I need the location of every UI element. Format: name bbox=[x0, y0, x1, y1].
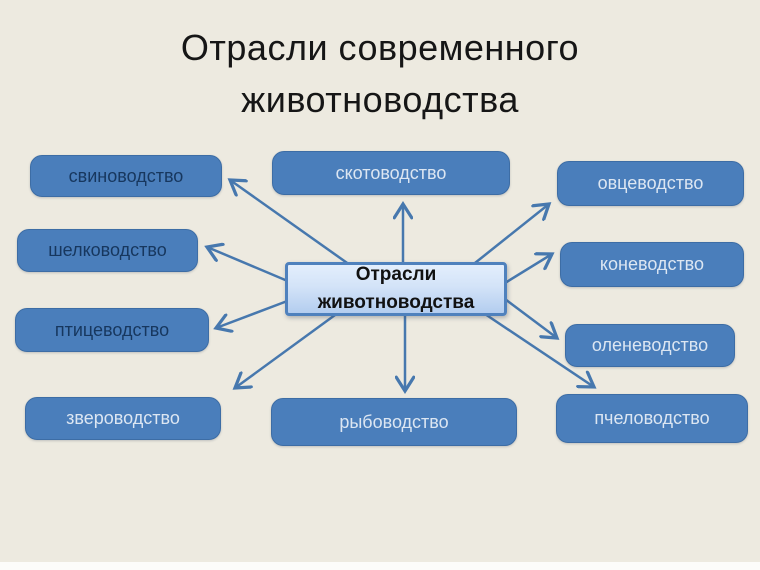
node-sheep-farming: овцеводство bbox=[557, 161, 744, 206]
arrow-to-beekeeping bbox=[484, 312, 594, 387]
node-silk-farming: шелководство bbox=[17, 229, 198, 272]
arrow-to-silk-farming bbox=[207, 247, 291, 284]
node-pig-farming: свиноводство bbox=[30, 155, 222, 197]
node-poultry-farming: птицеводство bbox=[15, 308, 209, 352]
center-node: Отрасли животноводства bbox=[285, 262, 507, 316]
node-label: шелководство bbox=[48, 240, 167, 260]
node-label: пчеловодство bbox=[594, 408, 710, 428]
node-cattle-breeding: скотоводство bbox=[272, 151, 510, 195]
node-label: оленеводство bbox=[591, 335, 709, 355]
bottom-strip bbox=[0, 562, 760, 570]
node-label: рыбоводство bbox=[339, 411, 449, 432]
node-label: овцеводство bbox=[597, 173, 704, 193]
arrow-to-fur-farming bbox=[235, 313, 336, 388]
arrow-to-poultry-farming bbox=[216, 298, 291, 328]
node-horse-breeding: коневодство bbox=[560, 242, 744, 287]
center-node-label: Отрасли животноводства bbox=[317, 264, 475, 313]
node-reindeer-herding: оленеводство bbox=[565, 324, 735, 367]
node-label: свиноводство bbox=[68, 165, 184, 186]
arrow-to-horse-breeding bbox=[504, 254, 552, 285]
node-label: звероводство bbox=[66, 408, 180, 428]
node-fur-farming: звероводство bbox=[25, 397, 221, 440]
slide-title: Отрасли современного животноводства bbox=[180, 27, 580, 121]
node-label: коневодство bbox=[599, 254, 705, 274]
arrow-to-sheep-farming bbox=[474, 204, 549, 264]
node-label: птицеводство bbox=[54, 319, 170, 340]
arrow-to-reindeer-herding bbox=[504, 298, 557, 338]
node-fish-farming: рыбоводство bbox=[271, 398, 517, 446]
arrow-to-pig-farming bbox=[230, 180, 351, 267]
node-beekeeping: пчеловодство bbox=[556, 394, 748, 443]
node-label: скотоводство bbox=[335, 162, 447, 183]
